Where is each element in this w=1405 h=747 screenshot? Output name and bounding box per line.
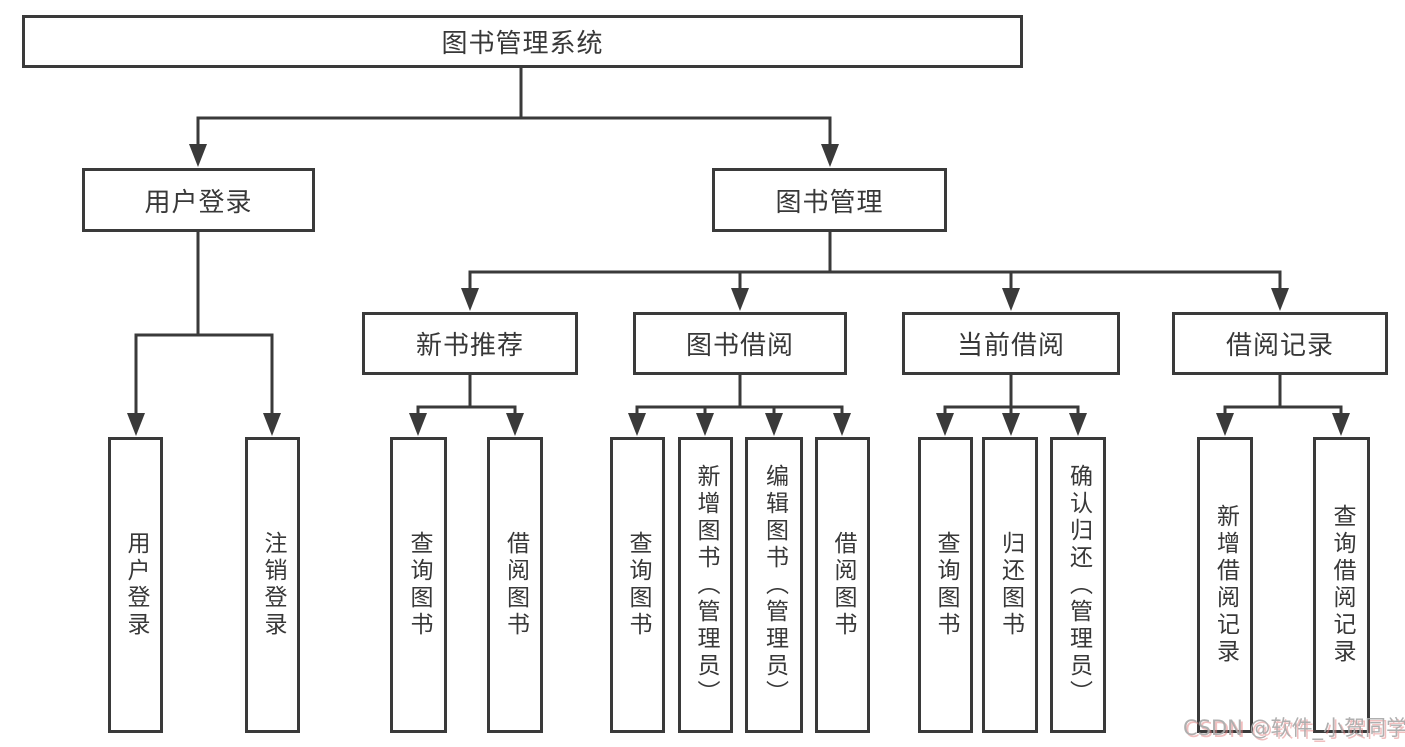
leaf-add-borrowing-record: 新增借阅记录 (1197, 437, 1253, 733)
node-borrowing-records: 借阅记录 (1172, 312, 1388, 375)
arrow-down-icon (1002, 288, 1020, 311)
node-label: 图书管理 (775, 187, 884, 218)
arrow-down-icon (461, 288, 479, 311)
node-user-login: 用户登录 (82, 168, 315, 232)
arrow-down-icon (1069, 413, 1087, 436)
node-label: 借阅图书 (502, 531, 529, 639)
node-label: 确认归还（管理员） (1065, 463, 1092, 707)
arrow-down-icon (936, 413, 954, 436)
node-label: 编辑图书（管理员） (761, 463, 788, 707)
arrow-down-icon (1002, 413, 1020, 436)
node-label: 新增借阅记录 (1212, 504, 1239, 666)
leaf-query-books-1: 查询图书 (390, 437, 447, 733)
node-new-book-recommendation: 新书推荐 (362, 312, 578, 375)
node-label: 借阅记录 (1225, 331, 1334, 361)
leaf-borrow-books-1: 借阅图书 (487, 437, 543, 733)
arrow-down-icon (1271, 288, 1289, 311)
leaf-logout: 注销登录 (245, 437, 300, 733)
node-label: 查询借阅记录 (1329, 504, 1355, 666)
node-label: 用户登录 (123, 531, 149, 639)
node-root-library-management-system: 图书管理系统 (22, 15, 1023, 68)
node-label: 用户登录 (144, 187, 253, 218)
node-current-borrowing: 当前借阅 (902, 312, 1120, 375)
arrow-down-icon (189, 144, 207, 167)
node-label: 当前借阅 (956, 331, 1065, 361)
node-label: 新增图书（管理员） (693, 463, 719, 707)
arrow-down-icon (833, 413, 851, 436)
arrow-down-icon (409, 413, 427, 436)
leaf-query-borrowing-record: 查询借阅记录 (1313, 437, 1370, 733)
leaf-borrow-books-2: 借阅图书 (815, 437, 870, 733)
node-label: 查询图书 (933, 531, 959, 639)
node-label: 借阅图书 (830, 531, 856, 639)
node-label: 新书推荐 (415, 331, 524, 361)
arrow-down-icon (628, 413, 646, 436)
arrow-down-icon (765, 413, 783, 436)
csdn-watermark: CSDN @软件_小贺同学 (1183, 716, 1405, 740)
arrow-down-icon (127, 413, 145, 436)
leaf-query-books-3: 查询图书 (918, 437, 973, 733)
node-label: 归还图书 (997, 531, 1024, 639)
node-label: 注销登录 (260, 531, 286, 639)
arrowheads (127, 144, 1350, 436)
node-book-borrowing: 图书借阅 (633, 312, 847, 375)
node-label: 查询图书 (406, 531, 432, 639)
leaf-confirm-return-admin: 确认归还（管理员） (1050, 437, 1106, 733)
node-label: 图书管理系统 (441, 29, 604, 59)
node-label: 查询图书 (625, 531, 651, 639)
arrow-down-icon (821, 144, 839, 167)
arrow-down-icon (506, 413, 524, 436)
arrow-down-icon (1216, 413, 1234, 436)
leaf-user-login: 用户登录 (108, 437, 163, 733)
leaf-add-books-admin: 新增图书（管理员） (678, 437, 733, 733)
leaf-query-books-2: 查询图书 (610, 437, 665, 733)
leaf-edit-books-admin: 编辑图书（管理员） (745, 437, 803, 733)
node-book-management: 图书管理 (712, 168, 947, 232)
node-label: 图书借阅 (685, 331, 794, 361)
arrow-down-icon (731, 288, 749, 311)
leaf-return-books: 归还图书 (982, 437, 1038, 733)
arrow-down-icon (696, 413, 714, 436)
arrow-down-icon (1332, 413, 1350, 436)
arrow-down-icon (263, 413, 281, 436)
